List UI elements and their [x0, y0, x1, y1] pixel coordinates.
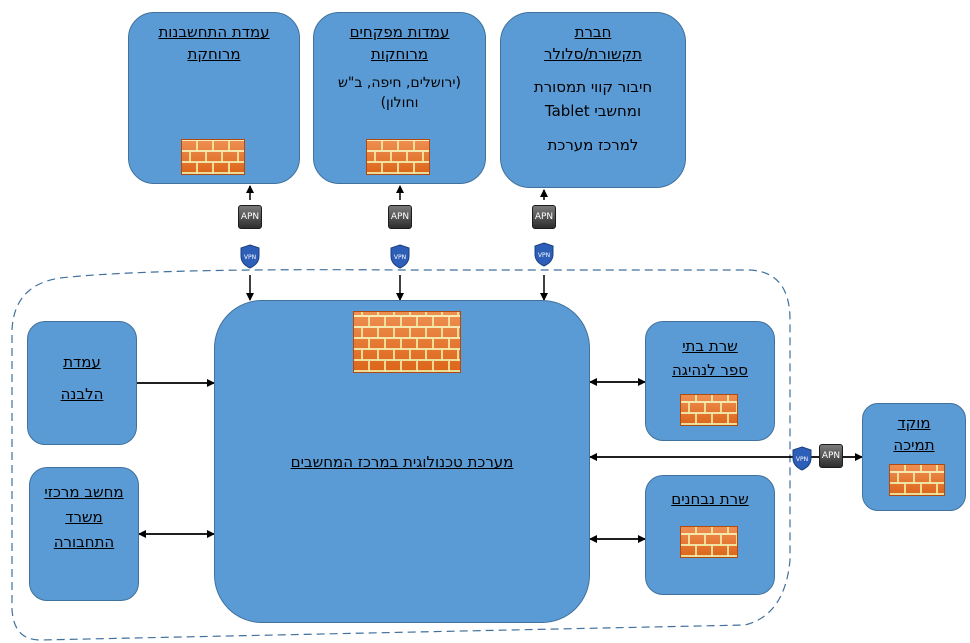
apn-badge: APN	[819, 444, 843, 468]
vpn-shield-icon: VPN	[390, 244, 410, 269]
box-driving-schools-server: שרת בתי ספר לנהיגה	[645, 321, 775, 441]
remote-calc-station-title: עמדת התחשבנות מרוחקת	[158, 23, 270, 63]
apn-badge: APN	[388, 205, 412, 229]
ministry-computer-title: מחשב מרכזי משרד התחבורה	[44, 483, 124, 551]
box-cellular-company: חברת תקשורת/סלולר חיבור קווי תמסורת ומחש…	[500, 12, 686, 188]
whitening-station-title: עמדת הלבנה	[60, 353, 104, 403]
apn-badge: APN	[532, 205, 556, 229]
remote-inspector-stations-note: (ירושלים, חיפה, ב"ש וחולון)	[337, 75, 462, 111]
dashed-boundary	[11, 269, 791, 641]
cellular-company-title: חברת תקשורת/סלולר	[544, 23, 642, 63]
driving-schools-server-title: שרת בתי ספר לנהיגה	[671, 337, 748, 379]
box-remote-calc-station: עמדת התחשבנות מרוחקת	[128, 12, 300, 184]
apn-badge: APN	[238, 205, 262, 229]
firewall-icon	[181, 139, 245, 175]
vpn-label: VPN	[394, 254, 406, 261]
cellular-company-line2: למרכז מערכת	[547, 136, 639, 154]
box-central-system: מערכת טכנולוגית במרכז המחשבים	[214, 300, 590, 623]
vpn-label: VPN	[538, 252, 550, 259]
examinees-server-title: שרת נבחנים	[671, 490, 749, 508]
remote-inspector-stations-title: עמדות מפקחים מרוחקות	[349, 23, 450, 63]
firewall-icon	[680, 394, 738, 426]
vpn-shield-icon: VPN	[792, 446, 812, 471]
firewall-icon	[680, 526, 738, 558]
box-ministry-computer: מחשב מרכזי משרד התחבורה	[29, 467, 139, 601]
support-center-title: מוקד תמיכה	[893, 414, 935, 454]
firewall-icon	[366, 139, 430, 175]
central-system-title: מערכת טכנולוגית במרכז המחשבים	[290, 453, 514, 471]
box-remote-inspector-stations: עמדות מפקחים מרוחקות (ירושלים, חיפה, ב"ש…	[313, 12, 486, 184]
firewall-icon	[889, 464, 945, 496]
vpn-label: VPN	[244, 254, 256, 261]
firewall-icon	[353, 311, 461, 373]
box-support-center: מוקד תמיכה	[862, 403, 966, 511]
vpn-shield-icon: VPN	[240, 244, 260, 269]
box-whitening-station: עמדת הלבנה	[27, 321, 137, 445]
cellular-company-line1: חיבור קווי תמסורת ומחשבי Tablet	[533, 78, 653, 120]
box-examinees-server: שרת נבחנים	[645, 475, 775, 595]
vpn-label: VPN	[796, 456, 808, 463]
vpn-shield-icon: VPN	[534, 242, 554, 267]
